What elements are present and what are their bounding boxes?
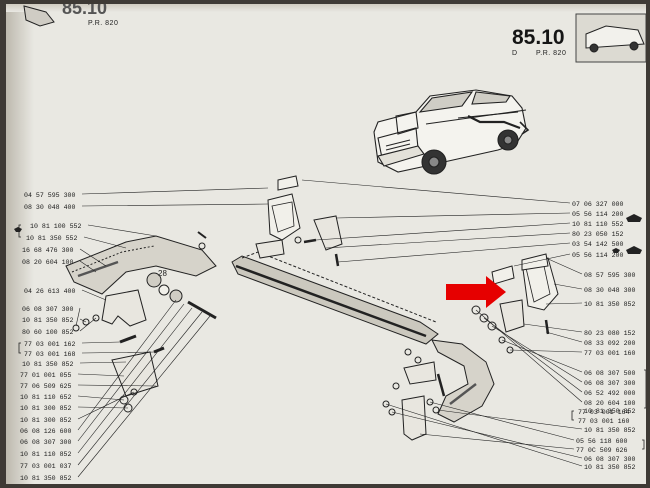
- part-number-label: 80 60 100 852: [22, 329, 74, 336]
- part-number-label: 10 81 110 652: [20, 394, 72, 401]
- page-code-right: P.R. 820: [536, 50, 567, 57]
- part-number-label: 03 54 142 500: [572, 241, 624, 248]
- overrider-right: [491, 253, 559, 311]
- prev-thumbnail-car: [23, 5, 55, 27]
- part-number-label: 10 81 300 852: [20, 417, 72, 424]
- part-number-label: 80 23 080 152: [584, 330, 636, 337]
- part-number-label: 10 81 350 852: [584, 464, 636, 471]
- part-number-label: 77 06 509 625: [20, 383, 72, 390]
- part-number-label: 05 56 114 200: [572, 252, 624, 259]
- part-number-label: 10 81 110 852: [20, 451, 72, 458]
- part-number-label: 08 57 595 300: [584, 272, 636, 279]
- part-number-label: 07 06 327 000: [572, 201, 624, 208]
- part-number-label: 77 03 001 037: [20, 463, 72, 470]
- bolts-and-washers: [72, 231, 550, 416]
- part-number-label: 04 57 595 300: [24, 192, 76, 199]
- variant-car-icons: [14, 214, 642, 254]
- part-number-label: 10 81 350 852: [22, 361, 74, 368]
- page-code-left: D: [512, 50, 518, 57]
- bumper-assembly: [65, 235, 495, 423]
- page-gutter-shadow: [6, 4, 34, 484]
- part-number-label: 06 52 492 000: [584, 390, 636, 397]
- part-number-label: 16 68 476 300: [22, 247, 74, 254]
- part-number-label: 10 81 300 852: [20, 405, 72, 412]
- part-number-label: 08 30 048 300: [584, 287, 636, 294]
- part-number-label: 77 0C 509 626: [576, 447, 628, 454]
- part-number-label: 10 81 350 552: [26, 235, 78, 242]
- thumbnail-car-icon: [585, 25, 645, 53]
- figure-number: 28: [158, 269, 167, 278]
- part-number-label: 05 56 118 600: [576, 438, 628, 445]
- leader-lines: [75, 179, 583, 478]
- part-number-label: 04 26 613 400: [24, 288, 76, 295]
- exploded-parts-diagram: 28: [14, 5, 646, 478]
- part-number-label: 10 81 350 852: [22, 317, 74, 324]
- page-number: 85.10: [512, 26, 565, 49]
- part-number-label: 06 08 307 300: [584, 380, 636, 387]
- prev-page-number: 85.10: [62, 4, 108, 18]
- part-number-label: 06 08 307 300: [20, 439, 72, 446]
- red-indicator-arrow: [446, 276, 506, 308]
- overrider-left: [267, 175, 301, 241]
- part-number-label: 10 81 350 852: [584, 427, 636, 434]
- part-number-label: 10 81 350 852: [584, 408, 636, 415]
- catalog-page: 85.10 P.R. 820 85.10 D P.R. 820 04 57 59…: [6, 4, 646, 484]
- part-number-label: 06 08 307 500: [584, 370, 636, 377]
- part-number-label: 77 03 001 168: [24, 351, 76, 358]
- part-number-label: 06 08 307 300: [584, 456, 636, 463]
- part-number-label: 77 01 001 055: [20, 372, 72, 379]
- part-number-label: 77 03 001 160: [584, 350, 636, 357]
- brackets: [101, 215, 525, 441]
- part-number-label: 05 56 114 200: [572, 211, 624, 218]
- part-number-label: 77 03 001 162: [24, 341, 76, 348]
- part-number-label: 08 20 604 100: [22, 259, 74, 266]
- prev-page-code: P.R. 820: [88, 20, 119, 27]
- part-number-label: 10 81 110 552: [572, 221, 624, 228]
- part-number-label: 08 30 048 400: [24, 204, 76, 211]
- part-number-label: 06 08 126 600: [20, 428, 72, 435]
- part-number-label: 08 20 604 100: [584, 400, 636, 407]
- part-number-label: 10 81 100 552: [30, 223, 82, 230]
- car-illustration: [373, 89, 530, 175]
- part-number-label: 10 81 350 852: [20, 475, 72, 482]
- group-brackets: [18, 224, 646, 450]
- part-number-label: 10 81 350 852: [584, 301, 636, 308]
- part-number-label: 77 03 001 164: [578, 409, 630, 416]
- part-number-label: 80 23 050 152: [572, 231, 624, 238]
- page-top-shadow: [6, 4, 646, 12]
- part-number-label: 77 03 001 160: [578, 418, 630, 425]
- part-number-label: 06 08 307 300: [22, 306, 74, 313]
- part-number-label: 08 33 092 200: [584, 340, 636, 347]
